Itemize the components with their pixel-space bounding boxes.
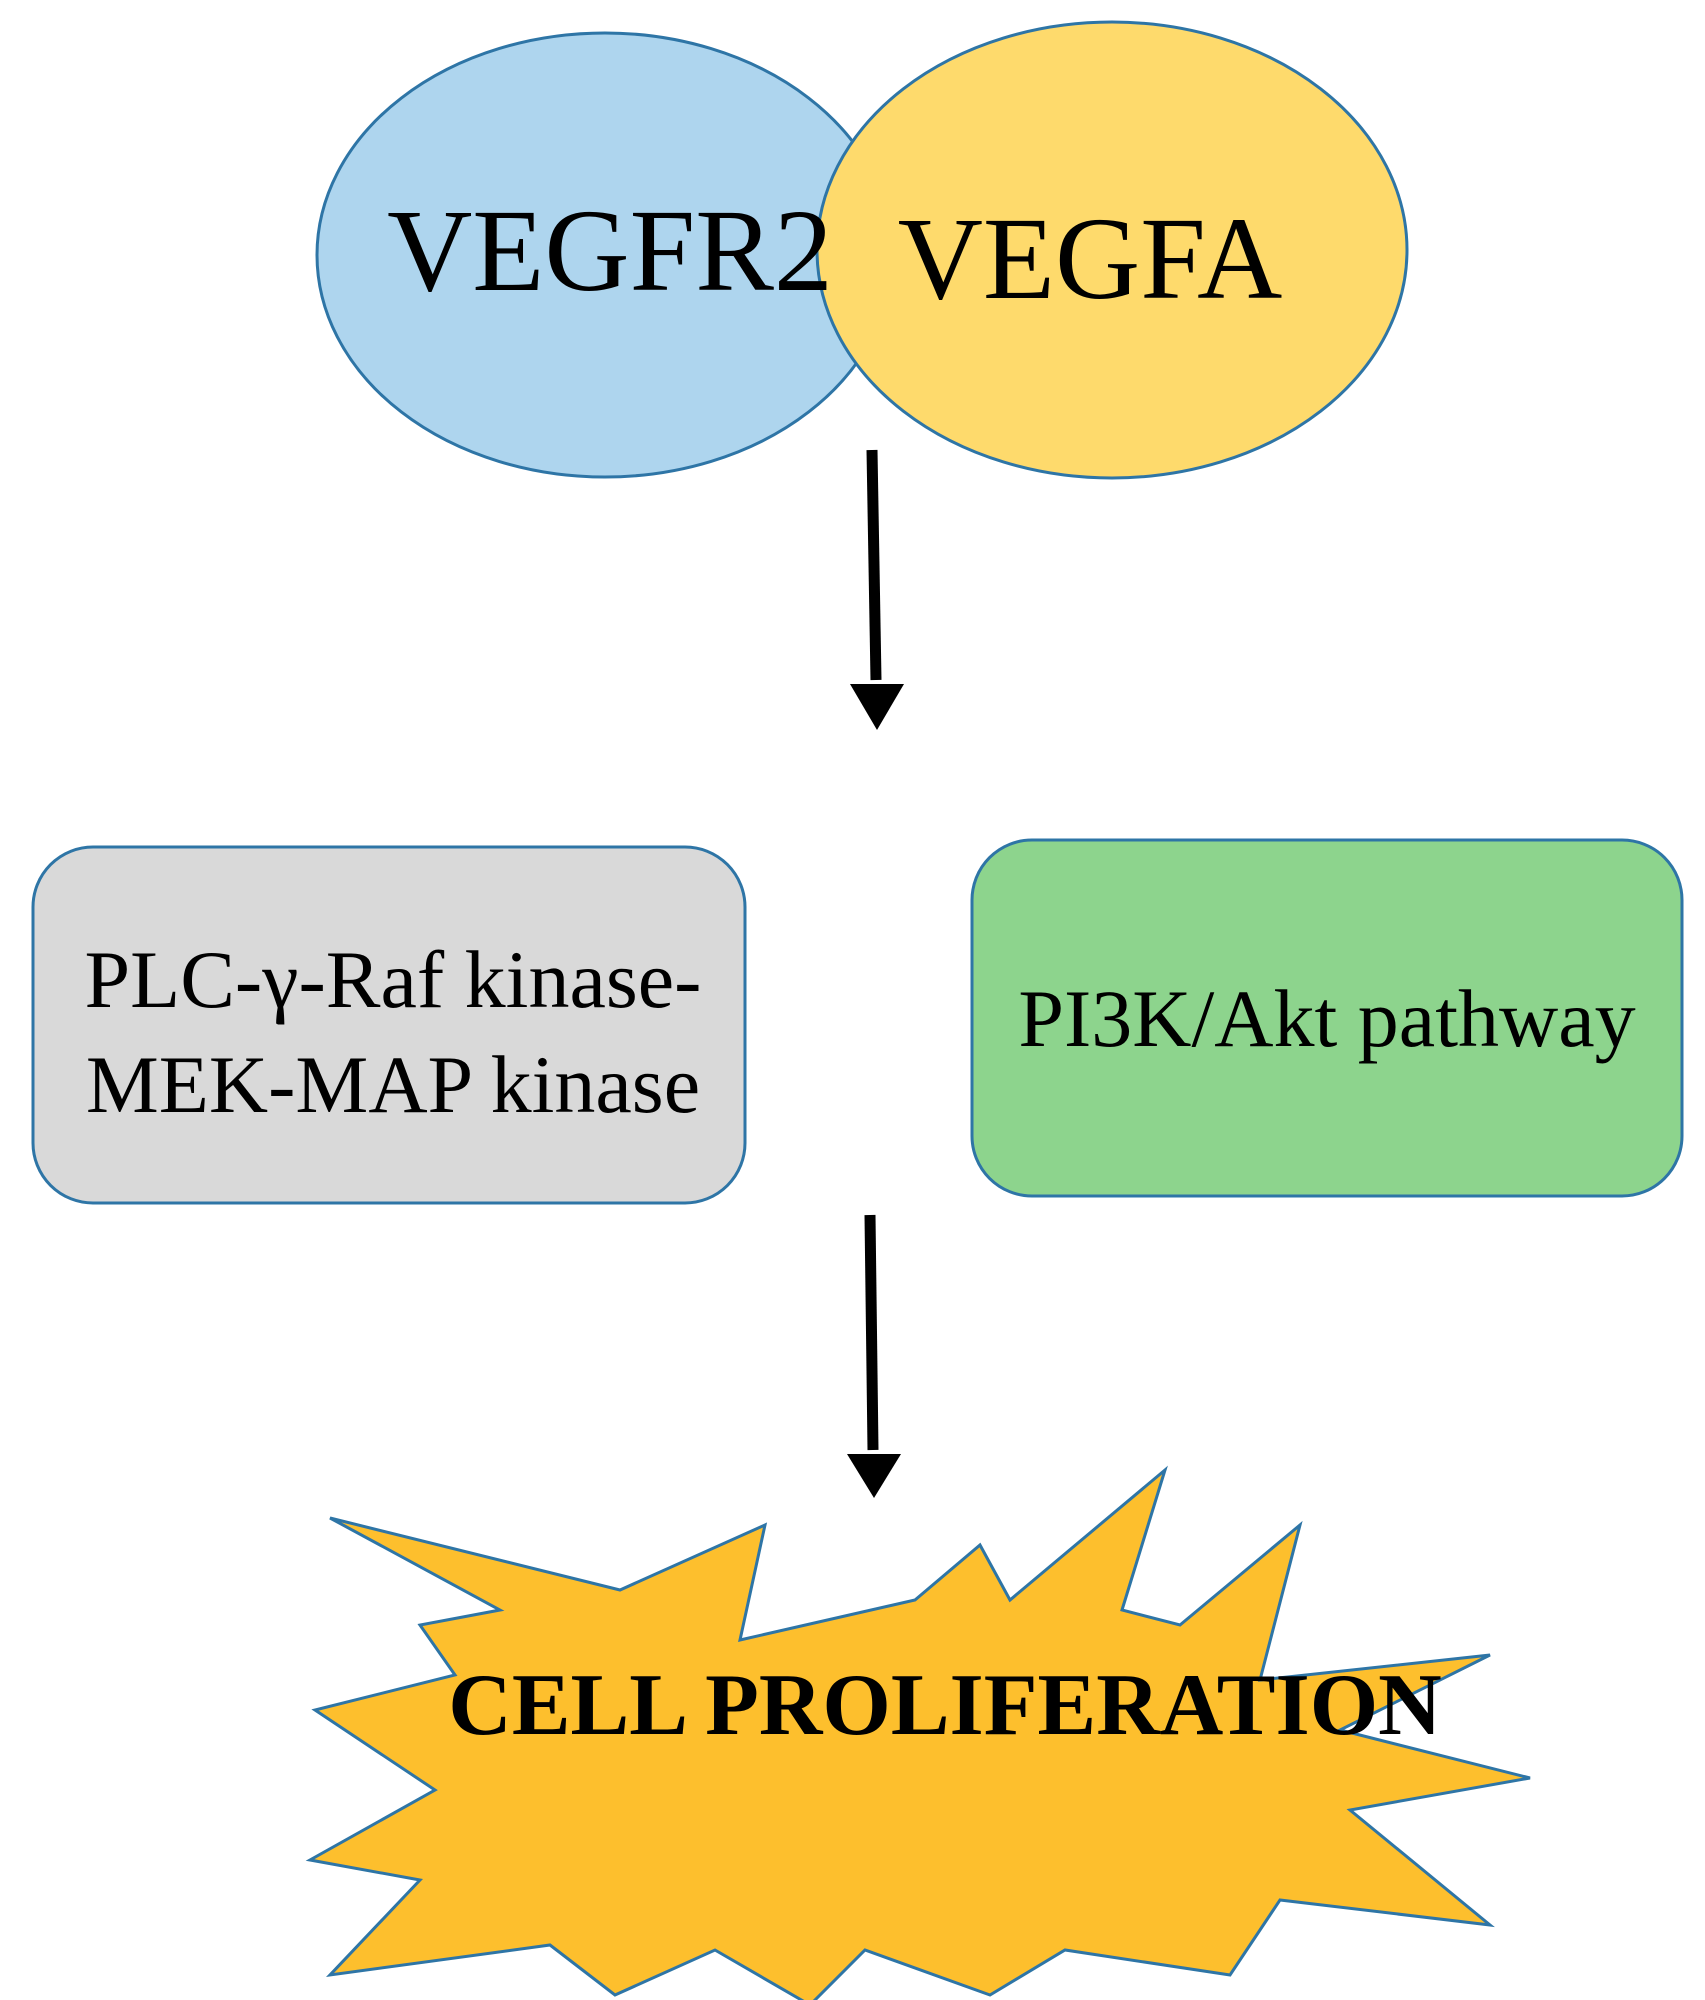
cell-proliferation-starburst [305, 1465, 1531, 2000]
pi3k-pathway-box [970, 838, 1684, 1198]
arrow-receptor-to-pathways [850, 449, 904, 730]
plc-pathway-box [31, 845, 747, 1205]
vegfa-label: VEGFA [898, 193, 1283, 324]
vegfa-ellipse [815, 20, 1409, 480]
arrow-pathways-to-outcome [847, 1214, 901, 1498]
cell-proliferation-label: CELL PROLIFERATION [448, 1657, 1441, 1754]
plc-pathway-label-line2: MEK-MAP kinase [86, 1039, 700, 1130]
plc-pathway-label-line1: PLC-γ-Raf kinase- [85, 934, 702, 1025]
pi3k-pathway-label: PI3K/Akt pathway [1018, 973, 1635, 1064]
vegfr2-label: VEGFR2 [387, 185, 833, 316]
